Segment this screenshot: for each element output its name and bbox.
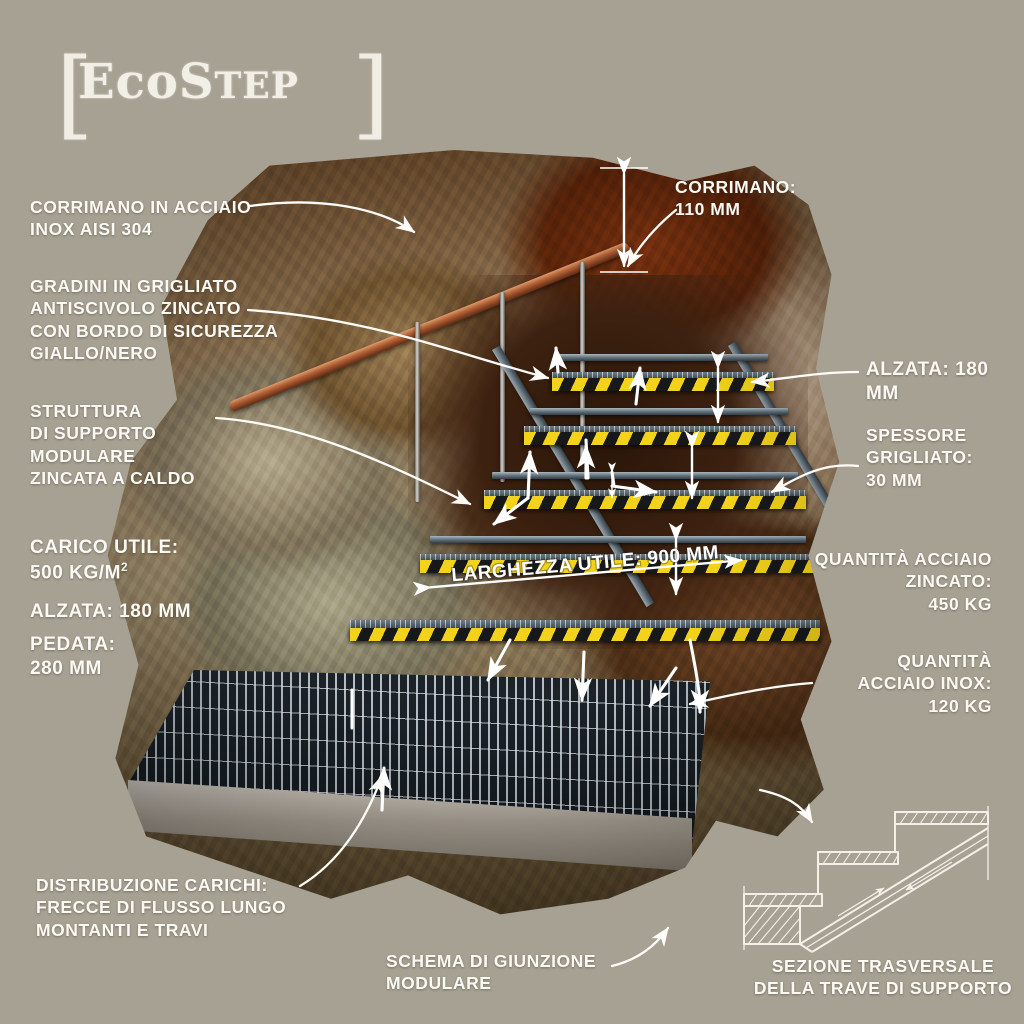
- caption-cross-section: SEZIONE TRASVERSALE DELLA TRAVE DI SUPPO…: [753, 956, 1013, 999]
- step-riser-bar: [430, 536, 806, 543]
- bracket-left: [: [56, 38, 94, 150]
- tread-nosing-stripe: [350, 628, 820, 641]
- load-capacity-value: 500 KG/M2: [30, 561, 129, 584]
- step-riser-bar: [492, 472, 798, 479]
- logo-title: [ ] EcoSTEP: [30, 28, 389, 142]
- annotation-load-distribution: DISTRIBUZIONE CARICHI: FRECCE DI FLUSSO …: [36, 875, 287, 940]
- annotation-handrail: CORRIMANO IN ACCIAIO INOX AISI 304: [30, 197, 252, 240]
- tread-nosing-stripe: [484, 496, 806, 509]
- annotation-riser-right: ALZATA: 180 MM: [866, 359, 989, 405]
- annotation-structure: STRUTTURA DI SUPPORTO MODULARE ZINCATA A…: [30, 401, 196, 489]
- step-riser-bar: [556, 354, 768, 361]
- annotation-grating-thickness: SPESSORE GRIGLIATO: 30 MM: [866, 425, 973, 490]
- annotation-handrail-height: CORRIMANO: 110 MM: [675, 177, 797, 220]
- tread-nosing-stripe: [524, 432, 796, 445]
- handrail-post: [580, 262, 585, 462]
- brand-name: EcoSTEP: [78, 54, 299, 110]
- bracket-right: ]: [352, 38, 390, 150]
- load-capacity-label: CARICO UTILE:: [30, 537, 179, 558]
- step-riser-bar: [530, 408, 788, 415]
- load-capacity-exponent: 2: [121, 561, 129, 575]
- annotation-load-capacity: CARICO UTILE: 500 KG/M2: [30, 536, 270, 586]
- caption-joint-scheme: SCHEMA DI GIUNZIONE MODULARE: [386, 951, 597, 994]
- annotation-galv-steel-qty: QUANTITÀ ACCIAIO ZINCATO: 450 KG: [814, 549, 992, 614]
- annotation-riser-left: ALZATA: 180 MM: [30, 601, 192, 622]
- annotation-steps: GRADINI IN GRIGLIATO ANTISCIVOLO ZINCATO…: [30, 276, 279, 364]
- handrail-post: [415, 322, 420, 502]
- brand-step-rest: TEP: [214, 65, 299, 107]
- annotation-inox-steel-qty: QUANTITÀ ACCIAIO INOX: 120 KG: [857, 651, 992, 716]
- handrail-post: [500, 292, 505, 482]
- annotation-tread-left: PEDATA: 280 MM: [30, 634, 116, 680]
- brand-eco: Eco: [78, 54, 179, 110]
- photo-vignette: [107, 150, 840, 915]
- brand-step-cap: S: [178, 54, 215, 110]
